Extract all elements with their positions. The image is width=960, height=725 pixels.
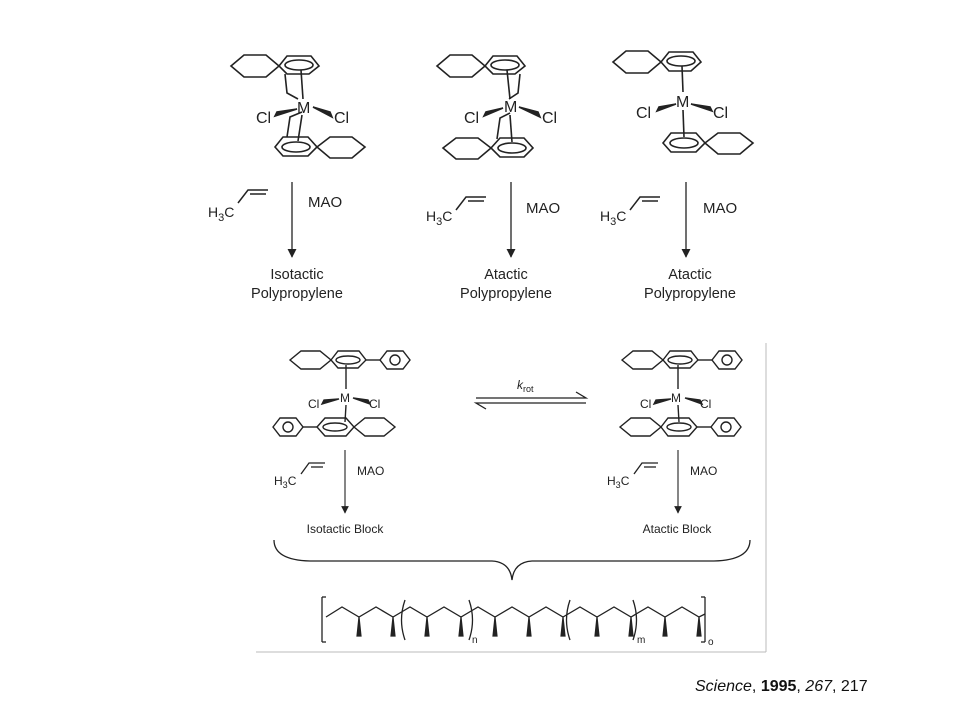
cl-right-2: Cl (542, 110, 557, 127)
mao-3: MAO (703, 200, 737, 217)
cl-left-right: Cl (640, 397, 651, 411)
mao-left: MAO (357, 464, 384, 478)
oscillating-catalyst-right (618, 350, 743, 437)
propylene-2: H3C (426, 208, 452, 228)
cl-left-left: Cl (308, 397, 319, 411)
cl-right-right: Cl (700, 397, 711, 411)
subscript-o: o (708, 637, 714, 648)
propylene-3: H3C (600, 208, 626, 228)
cl-left-1: Cl (256, 110, 271, 127)
cl-left-3: Cl (636, 105, 651, 122)
equilibrium-arrow (473, 391, 589, 410)
product-2-line1: Atactic (484, 267, 528, 283)
mao-2: MAO (526, 200, 560, 217)
mao-right: MAO (690, 464, 717, 478)
metal-2: M (504, 99, 517, 116)
subscript-n: n (472, 635, 478, 646)
propylene-1: H3C (208, 204, 234, 224)
cl-right-left: Cl (369, 397, 380, 411)
oscillating-catalyst-left (272, 350, 411, 437)
catalyst-2 (435, 54, 542, 160)
curly-brace (273, 539, 751, 581)
isotactic-block: Isotactic Block (307, 522, 385, 536)
cl-right-3: Cl (713, 105, 728, 122)
metal-1: M (297, 100, 310, 117)
subscript-m: m (637, 635, 645, 646)
catalyst-1 (229, 54, 367, 159)
propylene-left: H3C (274, 474, 297, 490)
mao-1: MAO (308, 194, 342, 211)
metal-right: M (671, 391, 681, 405)
product-1-line2: Polypropylene (251, 286, 343, 302)
methyl-groups (356, 616, 702, 637)
cl-right-1: Cl (334, 110, 349, 127)
cl-left-2: Cl (464, 110, 479, 127)
atactic-block: Atactic Block (643, 522, 713, 536)
product-2-line2: Polypropylene (460, 286, 552, 302)
catalyst-3 (611, 50, 755, 155)
product-1-line1: Isotactic (270, 267, 323, 283)
product-3-line2: Polypropylene (644, 286, 736, 302)
polymer-chain (321, 596, 706, 643)
citation: Science, 1995, 267, 217 (695, 678, 868, 695)
product-3-line1: Atactic (668, 267, 712, 283)
metal-left: M (340, 391, 350, 405)
metal-3: M (676, 94, 689, 111)
k-rot-label: krot (517, 378, 534, 394)
propylene-right: H3C (607, 474, 630, 490)
